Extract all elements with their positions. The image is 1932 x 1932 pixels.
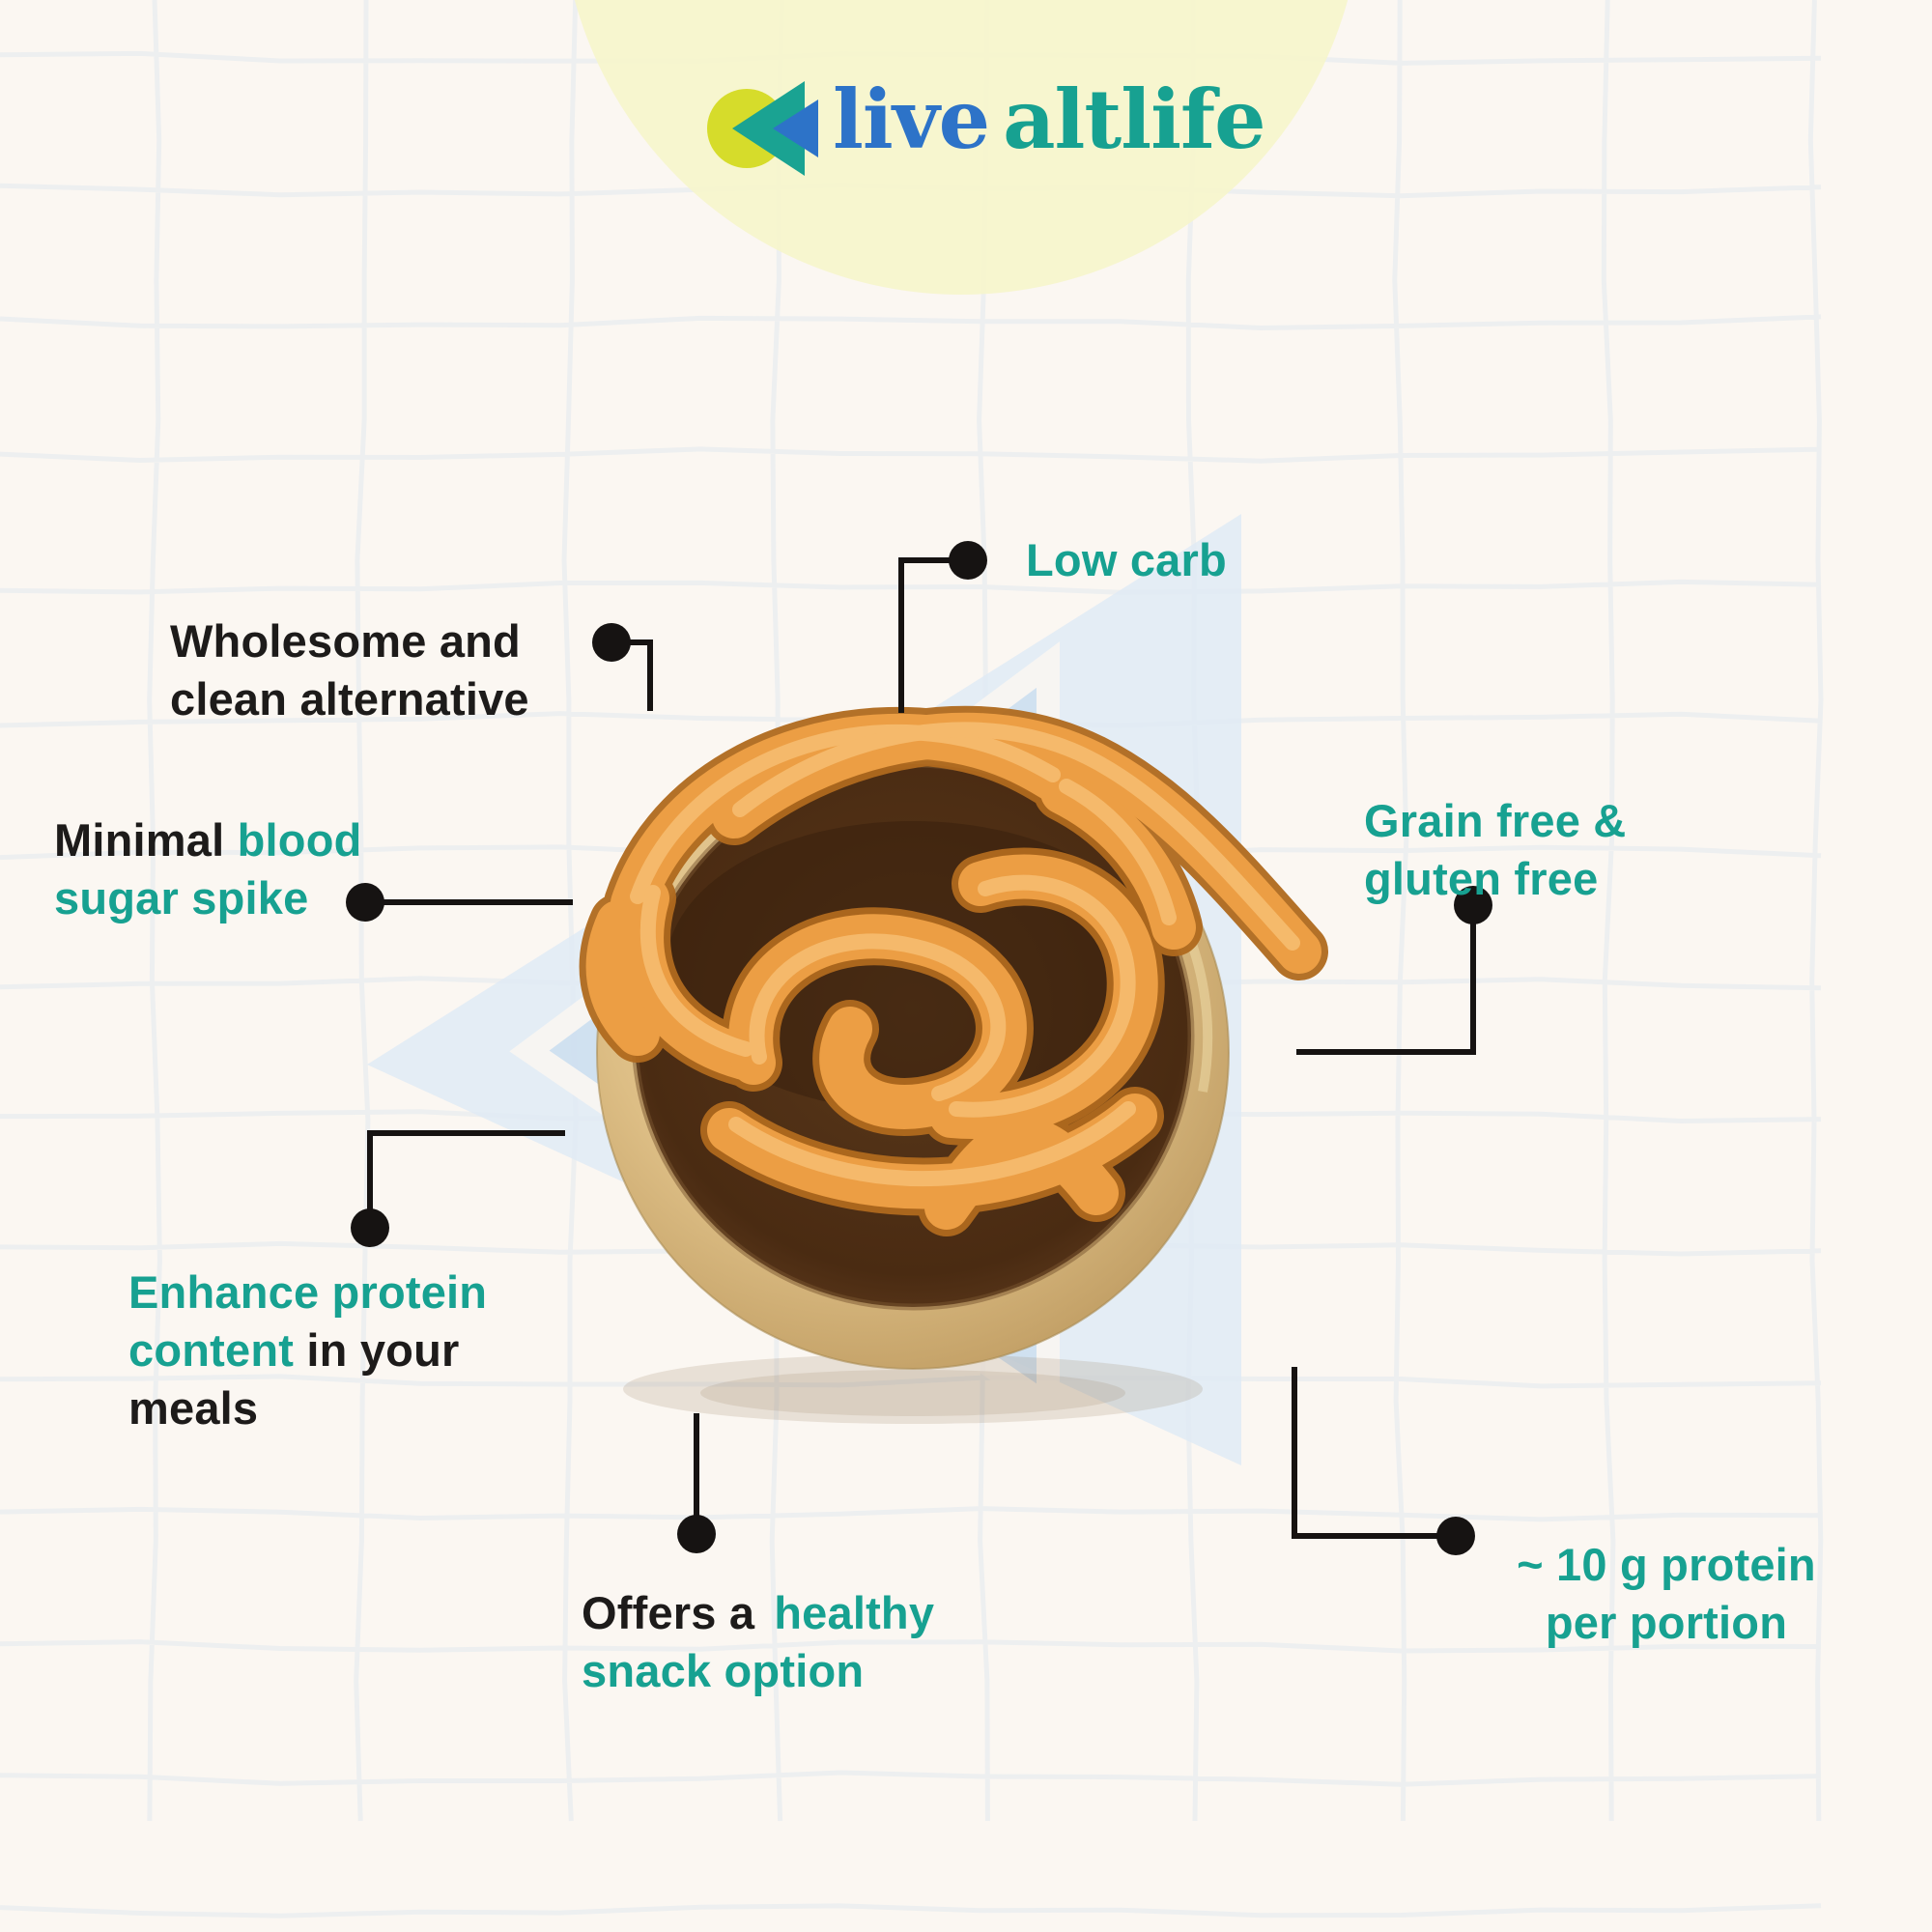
callout-line: Enhance protein [128,1266,488,1318]
callout-blood-sugar: Minimal blood sugar spike [54,811,362,927]
connector-dot [949,541,987,580]
callout-line: Low carb [1026,534,1227,585]
connector-grain-free [1296,905,1476,1055]
callout-line: meals [128,1382,259,1434]
murukku-bowl-image [579,705,1328,1424]
connector-dot [1436,1517,1475,1555]
callout-line: snack option [582,1645,865,1696]
callout-low-carb: Low carb [1026,531,1227,589]
callout-protein-amount: ~ 10 g protein per portion [1488,1536,1845,1652]
logo-arrow-icon [707,81,818,176]
callout-line: per portion [1545,1597,1788,1648]
connector-protein-content [367,1130,565,1228]
callout-wholesome: Wholesome and clean alternative [170,612,529,728]
connector-low-carb [898,557,968,713]
callout-line: gluten free [1364,853,1599,904]
connector-dot [592,623,631,662]
callout-line: ~ 10 g protein [1517,1539,1816,1590]
connector-dot [1454,886,1492,924]
callout-line: Wholesome and [170,615,521,667]
callout-line: content in your [128,1324,460,1376]
connector-dot [351,1208,389,1247]
callout-protein-content: Enhance protein content in your meals [128,1264,487,1437]
callout-line: Grain free & [1364,795,1627,846]
callout-line: Minimal blood [54,814,362,866]
connector-dot [346,883,384,922]
callout-line: clean alternative [170,673,529,724]
connector-protein-amount [1292,1367,1456,1539]
callout-line: sugar spike [54,872,309,923]
logo-word-live: live [833,71,990,167]
callout-grain-free: Grain free & gluten free [1364,792,1626,908]
logo-word-altlife: altlife [1003,71,1266,167]
connector-dot [677,1515,716,1553]
